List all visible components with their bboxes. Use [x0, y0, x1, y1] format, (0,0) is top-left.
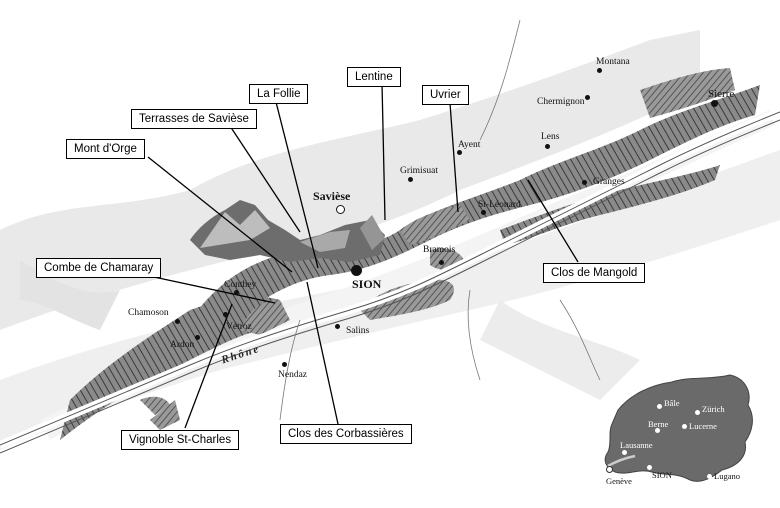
- callout-clos-des-corbassieres: Clos des Corbassières: [280, 424, 412, 444]
- inset-label-bale: Bâle: [664, 398, 680, 408]
- town-label-saviese: Savièse: [313, 189, 351, 203]
- town-label-montana: Montana: [596, 57, 630, 67]
- callout-terrasses-de-saviese: Terrasses de Savièse: [131, 109, 257, 129]
- callout-clos-de-mangold: Clos de Mangold: [543, 263, 646, 283]
- town-label-salins: Salins: [346, 326, 370, 336]
- inset-lugano-dot: [707, 474, 712, 479]
- ayent-dot: [457, 150, 462, 155]
- chermignon-dot: [585, 95, 590, 100]
- town-label-nendaz: Nendaz: [278, 370, 308, 380]
- town-label-vetroz: Vétroz: [226, 322, 252, 332]
- inset-label-lugano: Lugano: [714, 471, 740, 481]
- montana-dot: [597, 68, 602, 73]
- inset-label-geneve: Genève: [606, 476, 632, 486]
- callout-combe-de-chamaray: Combe de Chamaray: [36, 258, 162, 278]
- inset-sion-dot: [647, 465, 652, 470]
- side-streams: [279, 19, 601, 421]
- inset-geneve-dot: [606, 466, 613, 473]
- st-leonard-dot: [481, 210, 486, 215]
- switzerland-inset: [604, 374, 753, 482]
- inset-label-sion: SION: [652, 470, 672, 480]
- salins-dot: [335, 324, 340, 329]
- inset-label-lucerne: Lucerne: [689, 421, 717, 431]
- inset-label-zurich: Zürich: [702, 404, 725, 414]
- grimisuat-dot: [408, 177, 413, 182]
- callout-vignoble-st-charles: Vignoble St-Charles: [121, 430, 240, 450]
- callout-mont-d-orge: Mont d'Orge: [66, 139, 145, 159]
- town-label-chermignon: Chermignon: [537, 97, 585, 107]
- sierre-dot: [711, 100, 718, 107]
- callout-la-follie: La Follie: [249, 84, 309, 104]
- granges-dot: [582, 180, 587, 185]
- sion-dot: [351, 265, 362, 276]
- lens-dot: [545, 144, 550, 149]
- inset-berne-dot: [655, 428, 660, 433]
- callout-lentine: Lentine: [347, 67, 401, 87]
- town-label-st-leonard: St-Léonard: [478, 200, 521, 210]
- inset-zurich-dot: [695, 410, 700, 415]
- inset-bale-dot: [657, 404, 662, 409]
- town-label-sion: SION: [352, 277, 382, 291]
- town-label-bramois: Bramois: [423, 245, 456, 255]
- vetroz-dot: [223, 312, 228, 317]
- town-label-ardon: Ardon: [170, 340, 195, 350]
- nendaz-dot: [282, 362, 287, 367]
- inset-lucerne-dot: [682, 424, 687, 429]
- town-label-lens: Lens: [541, 132, 560, 142]
- ardon-dot: [195, 335, 200, 340]
- town-label-ayent: Ayent: [458, 140, 481, 150]
- inset-label-lausanne: Lausanne: [620, 440, 653, 450]
- chamoson-dot: [175, 319, 180, 324]
- town-label-sierre: Sierre: [708, 88, 735, 100]
- bramois-dot: [439, 260, 444, 265]
- inset-label-berne: Berne: [648, 419, 669, 429]
- vineyard-areas: [60, 68, 760, 440]
- town-label-chamoson: Chamoson: [128, 308, 169, 318]
- saviese-marker: [336, 205, 345, 214]
- conthey-dot: [234, 290, 239, 295]
- town-label-granges: Granges: [593, 177, 625, 187]
- callout-uvrier: Uvrier: [422, 85, 469, 105]
- town-label-grimisuat: Grimisuat: [400, 166, 438, 176]
- town-label-conthey: Conthey: [224, 280, 257, 290]
- inset-lausanne-dot: [622, 450, 627, 455]
- pointer-lines: [139, 82, 579, 429]
